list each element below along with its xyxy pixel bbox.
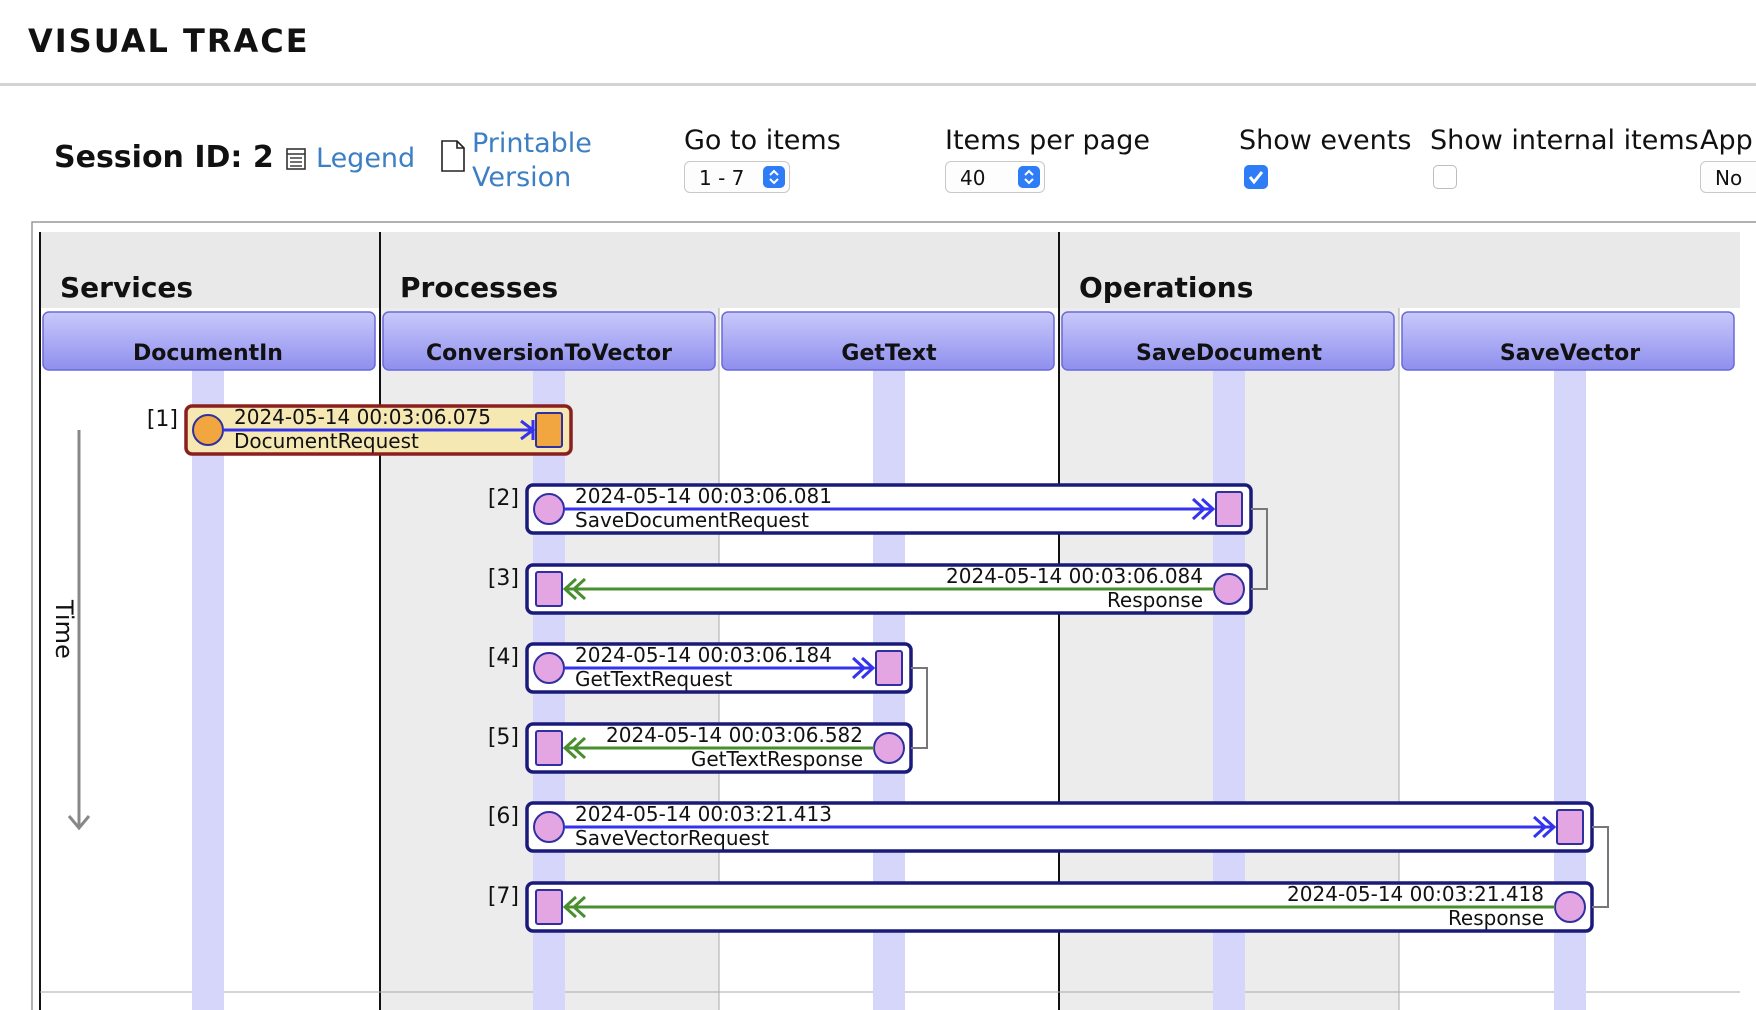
arrowhead bbox=[1532, 815, 1548, 839]
group-header-band bbox=[40, 232, 1740, 308]
message-target-node bbox=[1556, 809, 1584, 845]
printable-line-1[interactable]: Printable bbox=[472, 128, 592, 159]
message-target-node bbox=[535, 889, 563, 925]
lane-header[interactable] bbox=[1401, 311, 1735, 371]
printable-line-2[interactable]: Version bbox=[472, 162, 572, 193]
message-name: Response bbox=[1107, 588, 1203, 612]
items-per-page-select[interactable]: 40 bbox=[945, 161, 1045, 193]
lane-header-label: ConversionToVector bbox=[426, 341, 672, 366]
app-label: App bbox=[1700, 125, 1753, 156]
message-name: GetTextRequest bbox=[575, 667, 732, 691]
show-events-label: Show events bbox=[1239, 125, 1412, 156]
diagram-frame bbox=[31, 221, 1756, 1010]
legend-icon[interactable] bbox=[286, 148, 306, 170]
message-name: Response bbox=[1448, 906, 1544, 930]
stepper-icon bbox=[1018, 166, 1040, 188]
items-per-page-label: Items per page bbox=[945, 125, 1150, 156]
legend-link[interactable]: Legend bbox=[316, 143, 416, 174]
stepper-icon bbox=[763, 166, 785, 188]
lane-header-label: DocumentIn bbox=[133, 341, 283, 366]
message-name: SaveDocumentRequest bbox=[575, 508, 809, 532]
message-target-node bbox=[535, 412, 563, 448]
arrowhead bbox=[1200, 497, 1216, 521]
app-select-value: No bbox=[1715, 166, 1743, 190]
message-timestamp: 2024-05-14 00:03:06.075 bbox=[234, 405, 491, 429]
arrowhead bbox=[851, 656, 867, 680]
show-internal-label: Show internal items bbox=[1430, 125, 1699, 156]
arrowhead bbox=[860, 656, 876, 680]
message-source-node bbox=[533, 811, 565, 843]
lane-header[interactable] bbox=[42, 311, 376, 371]
message-index: [3] bbox=[488, 566, 519, 591]
show-internal-checkbox[interactable] bbox=[1433, 165, 1457, 189]
session-id-label: Session ID: 2 bbox=[54, 140, 274, 175]
title-divider bbox=[0, 83, 1756, 86]
message-timestamp: 2024-05-14 00:03:06.582 bbox=[606, 723, 863, 747]
lane-header-label: SaveVector bbox=[1500, 341, 1640, 366]
message-target-node bbox=[535, 730, 563, 766]
request-response-connector bbox=[911, 667, 928, 749]
message-name: DocumentRequest bbox=[234, 429, 419, 453]
message-timestamp: 2024-05-14 00:03:21.418 bbox=[1287, 882, 1544, 906]
lane-header[interactable] bbox=[721, 311, 1055, 371]
message-index: [7] bbox=[488, 884, 519, 909]
message-timestamp: 2024-05-14 00:03:06.184 bbox=[575, 643, 832, 667]
goto-items-select[interactable]: 1 - 7 bbox=[684, 161, 790, 193]
time-axis-arrowhead bbox=[67, 815, 91, 831]
lane-header[interactable] bbox=[382, 311, 716, 371]
arrowhead bbox=[571, 736, 587, 760]
message-source-node bbox=[1213, 573, 1245, 605]
message-target-node bbox=[875, 650, 903, 686]
message-source-node bbox=[873, 732, 905, 764]
items-per-page-value: 40 bbox=[960, 166, 986, 190]
arrowhead bbox=[571, 577, 587, 601]
arrowhead bbox=[1541, 815, 1557, 839]
message-timestamp: 2024-05-14 00:03:06.081 bbox=[575, 484, 832, 508]
lifeline bbox=[192, 370, 224, 1010]
lane-header-label: GetText bbox=[841, 341, 937, 366]
message-index: [4] bbox=[488, 645, 519, 670]
page-title: VISUAL TRACE bbox=[28, 22, 310, 60]
arrowhead bbox=[1191, 497, 1207, 521]
group-label: Operations bbox=[1079, 271, 1253, 304]
lane-header-label: SaveDocument bbox=[1136, 341, 1323, 366]
show-events-checkbox[interactable] bbox=[1244, 165, 1268, 189]
message-name: GetTextResponse bbox=[691, 747, 863, 771]
group-label: Services bbox=[60, 271, 193, 304]
message-name: SaveVectorRequest bbox=[575, 826, 769, 850]
goto-items-value: 1 - 7 bbox=[699, 166, 745, 190]
message-target-node bbox=[535, 571, 563, 607]
message-index: [5] bbox=[488, 725, 519, 750]
time-axis-label: Time bbox=[50, 599, 78, 659]
document-icon[interactable] bbox=[441, 140, 465, 172]
arrowhead bbox=[562, 736, 578, 760]
message-source-node bbox=[192, 414, 224, 446]
message-timestamp: 2024-05-14 00:03:21.413 bbox=[575, 802, 832, 826]
arrowhead bbox=[562, 895, 578, 919]
printable-version-link[interactable]: Printable Version bbox=[472, 127, 592, 195]
message-source-node bbox=[533, 493, 565, 525]
message-target-node bbox=[1215, 491, 1243, 527]
lane-header[interactable] bbox=[1061, 311, 1395, 371]
group-label: Processes bbox=[400, 271, 558, 304]
message-timestamp: 2024-05-14 00:03:06.084 bbox=[946, 564, 1203, 588]
app-select[interactable]: No bbox=[1700, 161, 1756, 193]
request-response-connector bbox=[1592, 826, 1609, 908]
request-response-connector bbox=[1251, 508, 1268, 590]
message-source-node bbox=[533, 652, 565, 684]
arrowhead bbox=[571, 895, 587, 919]
arrowhead bbox=[562, 577, 578, 601]
message-index: [6] bbox=[488, 804, 519, 829]
message-source-node bbox=[1554, 891, 1586, 923]
message-index: [1] bbox=[147, 407, 178, 432]
message-index: [2] bbox=[488, 486, 519, 511]
goto-items-label: Go to items bbox=[684, 125, 841, 156]
